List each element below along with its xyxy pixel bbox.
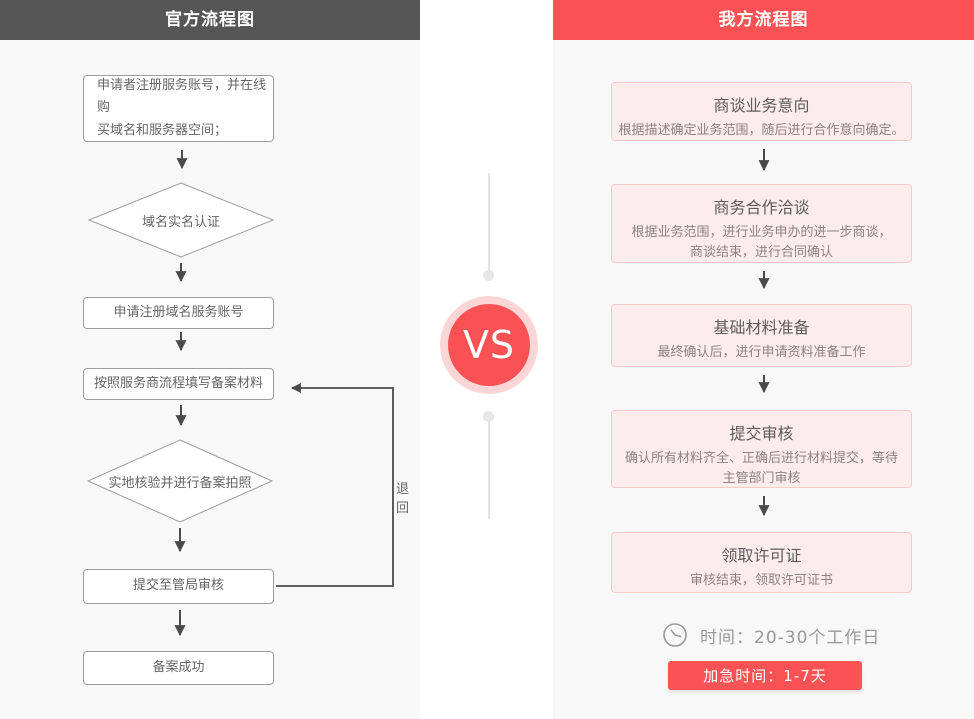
step-title: 商谈业务意向	[713, 96, 810, 115]
flow-step-filing-success: 备案成功	[83, 651, 274, 685]
step-title: 提交审核	[729, 424, 794, 443]
processing-time-text: 时间：20-30个工作日	[700, 627, 881, 648]
urgent-time-button[interactable]: 加急时间：1-7天	[668, 661, 862, 690]
our-step-submit-review: 提交审核 确认所有材料齐全、正确后进行材料提交，等待 主管部门审核	[611, 410, 912, 488]
our-step-business-intent: 商谈业务意向 根据描述确定业务范围，随后进行合作意向确定。	[611, 82, 912, 141]
step-title: 基础材料准备	[713, 318, 810, 337]
our-flow-connectors	[758, 149, 770, 517]
processing-time-row: 时间：20-30个工作日	[662, 622, 880, 648]
step-desc: 确认所有材料齐全、正确后进行材料提交，等待 主管部门审核	[624, 451, 898, 487]
our-step-cooperation-talk: 商务合作洽谈 根据业务范围，进行业务申办的进一步商谈， 商谈结束，进行合同确认	[611, 184, 912, 263]
step-title: 商务合作洽谈	[713, 198, 810, 217]
clock-icon	[663, 623, 687, 647]
step-desc: 最终确认后，进行申请资料准备工作	[657, 345, 866, 360]
step-desc: 根据描述确定业务范围，随后进行合作意向确定。	[618, 123, 905, 138]
return-loop-arrow	[276, 383, 394, 587]
flow-step-onsite-check-label: 实地核验并进行备案拍照	[108, 475, 252, 491]
decision-diamond-domain-auth	[87, 182, 275, 258]
vs-badge-label: VS	[448, 304, 530, 386]
divider-dot-top	[483, 270, 494, 281]
our-flow-title: 我方流程图	[553, 0, 974, 40]
divider-line-top	[488, 173, 490, 271]
vs-badge: VS	[440, 296, 538, 394]
step-desc: 审核结束，领取许可证书	[689, 573, 833, 588]
our-step-get-license: 领取许可证 审核结束，领取许可证书	[611, 532, 912, 593]
return-label: 退回	[396, 482, 410, 516]
official-flow-title: 官方流程图	[0, 0, 420, 40]
our-step-material-prep: 基础材料准备 最终确认后，进行申请资料准备工作	[611, 304, 912, 367]
flow-step-fill-filing-materials: 按照服务商流程填写备案材料	[83, 368, 274, 400]
step-desc: 根据业务范围，进行业务申办的进一步商谈， 商谈结束，进行合同确认	[631, 225, 892, 261]
official-flow-panel: 官方流程图 申请者注册服务账号，并在线购 买域名和服务器空间； 域名实名认证 申…	[0, 0, 420, 719]
flow-step-domain-auth-label: 域名实名认证	[141, 214, 220, 230]
divider-line-bottom	[488, 421, 490, 519]
flow-step-submit-review: 提交至管局审核	[83, 569, 274, 604]
our-flow-panel: 我方流程图 商谈业务意向 根据描述确定业务范围，随后进行合作意向确定。 商务合作…	[553, 0, 974, 719]
divider-dot-bottom	[483, 411, 494, 422]
official-flow-connectors	[86, 150, 394, 637]
flow-step-apply-domain-account: 申请注册域名服务账号	[83, 297, 274, 329]
flow-step-register-account: 申请者注册服务账号，并在线购 买域名和服务器空间；	[83, 75, 274, 142]
step-title: 领取许可证	[721, 546, 802, 565]
decision-diamond-onsite-check	[86, 439, 274, 523]
